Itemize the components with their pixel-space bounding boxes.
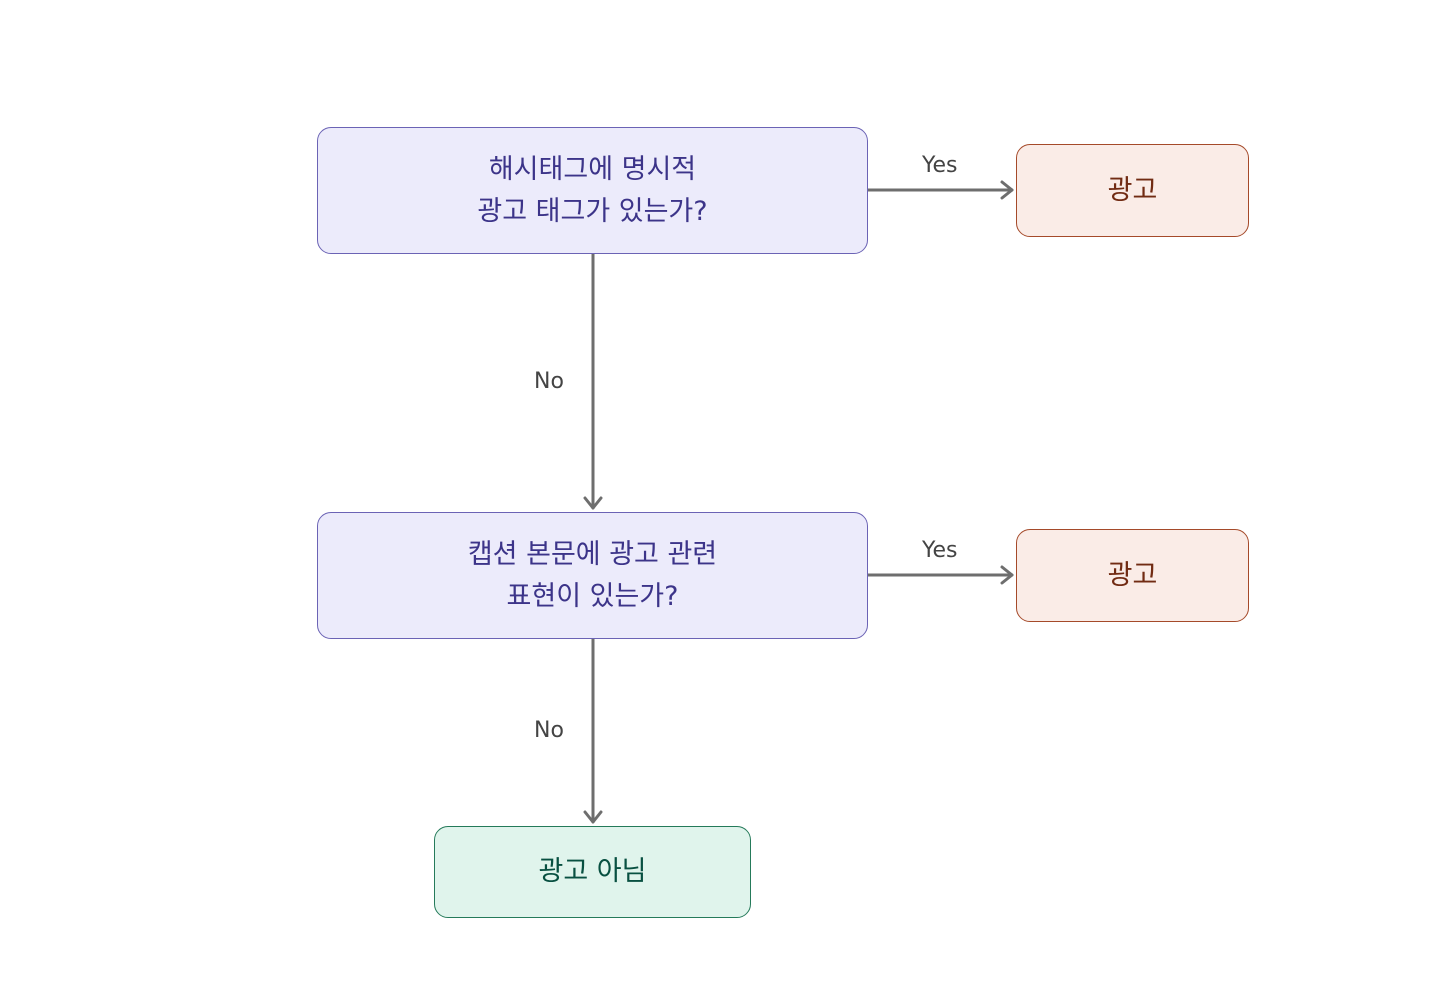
- result-node-ad-1-label: 광고: [1107, 174, 1158, 206]
- decision-node-caption: 캡션 본문에 광고 관련 표현이 있는가?: [317, 512, 868, 639]
- result-node-ad-2-label: 광고: [1107, 559, 1158, 591]
- result-node-not-ad-label: 광고 아님: [538, 856, 647, 887]
- edge-label-q1-no: No: [534, 369, 564, 394]
- arrowhead-q1-to-ad1: [1000, 180, 1014, 200]
- result-node-ad-2: 광고: [1016, 529, 1249, 622]
- edge-label-q1-yes: Yes: [922, 153, 958, 178]
- edge-label-q2-yes: Yes: [922, 538, 958, 563]
- arrowhead-q1-to-q2: [583, 496, 603, 510]
- result-node-not-ad: 광고 아님: [434, 826, 751, 918]
- decision-node-caption-line2: 표현이 있는가?: [506, 580, 679, 612]
- arrowhead-q2-to-ad2: [1000, 565, 1014, 585]
- arrowhead-q2-to-notad: [583, 810, 603, 824]
- decision-node-hashtag-line1: 해시태그에 명시적: [488, 153, 697, 185]
- edge-label-q2-no: No: [534, 718, 564, 743]
- decision-node-hashtag-line2: 광고 태그가 있는가?: [477, 195, 708, 227]
- decision-node-caption-line1: 캡션 본문에 광고 관련: [467, 538, 718, 570]
- result-node-ad-1: 광고: [1016, 144, 1249, 237]
- decision-node-hashtag: 해시태그에 명시적 광고 태그가 있는가?: [317, 127, 868, 254]
